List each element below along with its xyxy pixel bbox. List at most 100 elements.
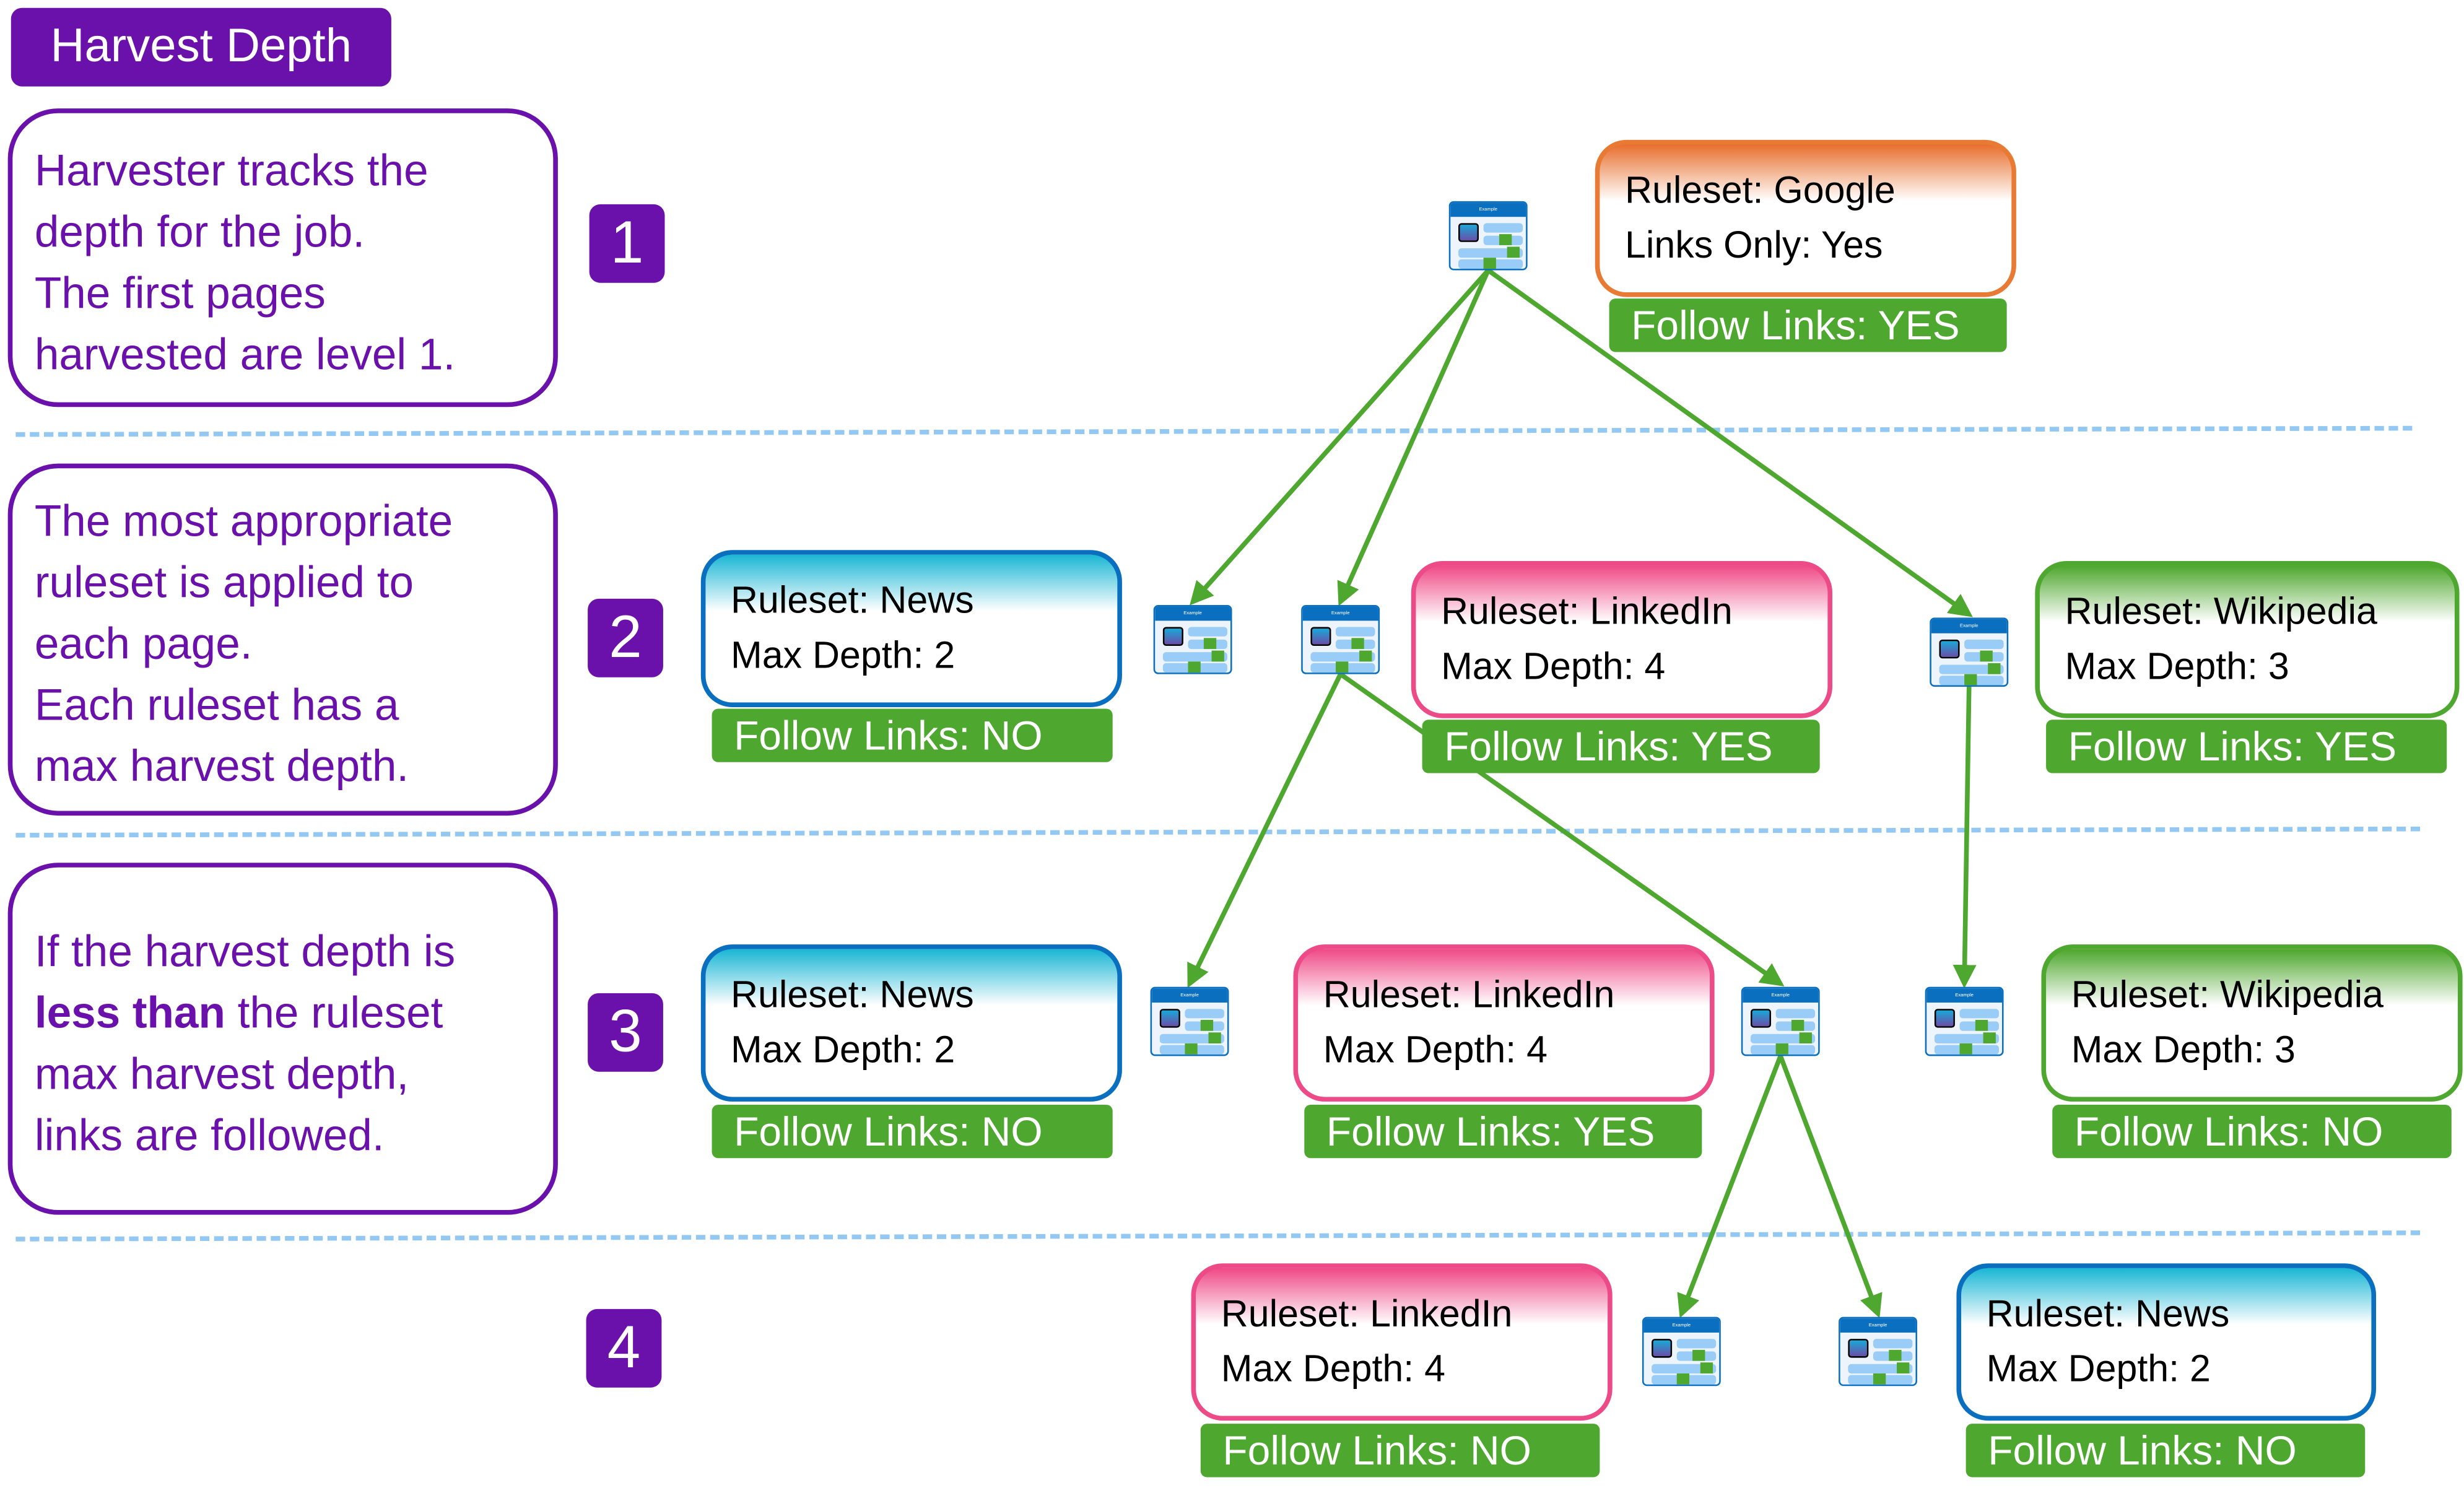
level-badge-2: 2 (588, 598, 663, 677)
content-bar (1185, 1009, 1224, 1019)
note-line: Harvester tracks the (34, 146, 429, 195)
ruleset-setting: Max Depth: 4 (1323, 1029, 1548, 1072)
ruleset-name: Ruleset: News (731, 580, 974, 622)
note-line: max harvest depth, (34, 1050, 409, 1099)
ruleset-card-news: Ruleset: News Max Depth: 2 (700, 944, 1122, 1102)
link-arrow (1952, 686, 1977, 989)
link-block (1959, 1043, 1972, 1055)
note-level-3: If the harvest depth is less than the ru… (7, 863, 558, 1215)
page-header: Example (1152, 988, 1227, 1003)
ruleset-name: Ruleset: News (1986, 1293, 2230, 1336)
follow-links-badge: Follow Links: YES (1304, 1105, 1702, 1159)
follow-links-badge: Follow Links: NO (712, 1105, 1113, 1159)
link-block (1208, 1032, 1221, 1044)
note-line: If the harvest depth is (34, 927, 456, 976)
link-arrow (1337, 269, 1491, 606)
image-icon (1310, 627, 1331, 646)
link-block (1988, 663, 2001, 674)
note-line: max harvest depth. (34, 741, 409, 791)
ruleset-name: Ruleset: News (731, 974, 974, 1017)
link-block (1211, 650, 1224, 662)
follow-links-badge: Follow Links: YES (1609, 298, 2007, 352)
ruleset-card-wikipedia: Ruleset: Wikipedia Max Depth: 3 (2041, 944, 2463, 1102)
content-bar (1873, 1339, 1913, 1349)
web-page-icon: Example (1150, 986, 1229, 1056)
note-line-emphasis: less than the ruleset (35, 982, 531, 1043)
link-block (1873, 1373, 1886, 1385)
level-badge-3: 3 (588, 993, 663, 1072)
image-icon (1162, 627, 1183, 646)
diagram-title: Harvest Depth (11, 7, 391, 87)
follow-links-badge: Follow Links: YES (1422, 720, 1820, 773)
content-bar (1458, 248, 1523, 258)
content-bar (1934, 1034, 1999, 1044)
level-badge-4: 4 (586, 1308, 662, 1388)
content-bar (1483, 223, 1523, 233)
image-icon (1750, 1009, 1771, 1028)
note-line: depth for the job. (34, 207, 365, 256)
link-block (1203, 638, 1217, 650)
link-block (1188, 661, 1201, 673)
ruleset-card-linkedin: Ruleset: LinkedIn Max Depth: 4 (1411, 560, 1832, 718)
link-block (1897, 1362, 1910, 1373)
link-block (1964, 674, 1977, 686)
link-arrow (1187, 673, 1343, 988)
link-block (1200, 1019, 1214, 1031)
web-page-icon: Example (1925, 986, 2004, 1056)
link-block (1483, 258, 1496, 269)
link-block (1775, 1043, 1788, 1055)
content-bar (1964, 639, 2004, 650)
link-block (1980, 650, 1993, 662)
image-icon (1652, 1339, 1673, 1358)
ruleset-setting: Max Depth: 3 (2065, 645, 2289, 689)
page-header: Example (1743, 988, 1819, 1003)
follow-links-badge: Follow Links: NO (712, 708, 1113, 762)
ruleset-setting: Max Depth: 2 (1986, 1348, 2211, 1391)
note-text: the ruleset (225, 988, 443, 1037)
content-bar (1188, 627, 1227, 637)
link-block (1700, 1362, 1713, 1373)
link-block (1692, 1349, 1705, 1361)
link-block (1983, 1032, 1996, 1044)
image-icon (1939, 639, 1960, 659)
follow-links-badge: Follow Links: NO (2052, 1105, 2452, 1159)
page-header: Example (1926, 988, 2003, 1003)
note-line: each page. (34, 619, 253, 668)
link-arrow (1677, 1055, 1783, 1318)
link-arrow (1778, 1055, 1883, 1318)
web-page-icon: Example (1301, 605, 1380, 674)
content-bar (1676, 1339, 1717, 1349)
note-line: harvested are level 1. (34, 329, 456, 379)
content-bar (1939, 664, 2004, 674)
content-bar (1310, 652, 1375, 662)
follow-links-badge: Follow Links: NO (1966, 1424, 2366, 1478)
image-icon (1458, 223, 1479, 242)
page-header: Example (1450, 202, 1526, 217)
link-block (1791, 1019, 1804, 1031)
content-bar (1162, 652, 1227, 662)
page-header: Example (1931, 619, 2007, 633)
link-arrow (1486, 268, 1973, 617)
ruleset-card-google: Ruleset: Google Links Only: Yes (1595, 139, 2016, 297)
ruleset-card-news: Ruleset: News Max Depth: 2 (1956, 1263, 2377, 1421)
ruleset-setting: Max Depth: 3 (2071, 1029, 2296, 1072)
link-block (1507, 246, 1520, 258)
link-block (1359, 650, 1372, 662)
ruleset-card-wikipedia: Ruleset: Wikipedia Max Depth: 3 (2035, 560, 2460, 718)
link-block (1975, 1019, 1988, 1031)
level-badge-1: 1 (589, 204, 665, 283)
ruleset-name: Ruleset: LinkedIn (1441, 591, 1733, 633)
web-page-icon: Example (1741, 986, 1820, 1056)
follow-links-badge: Follow Links: YES (2046, 720, 2447, 773)
image-icon (1159, 1009, 1180, 1028)
link-block (1351, 638, 1364, 650)
image-icon (1848, 1339, 1869, 1358)
ruleset-name: Ruleset: LinkedIn (1221, 1293, 1513, 1336)
follow-links-badge: Follow Links: NO (1200, 1424, 1600, 1478)
link-block (1676, 1373, 1690, 1385)
link-block (1799, 1032, 1812, 1044)
ruleset-setting: Links Only: Yes (1624, 224, 1883, 268)
content-bar (1336, 627, 1375, 637)
